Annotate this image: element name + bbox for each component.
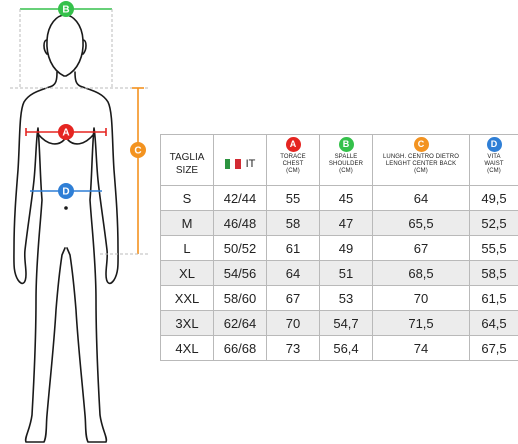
- table-row: L 50/52 61 49 67 55,5: [160, 235, 518, 261]
- chest-cell: 61: [266, 235, 320, 261]
- shoulder-cell: 54,7: [319, 310, 373, 336]
- shoulder-cell: 53: [319, 285, 373, 311]
- it-header-label: IT: [245, 157, 256, 170]
- chest-header-line2: CHEST: [282, 161, 304, 167]
- it-size-cell: 66/68: [213, 335, 267, 361]
- length-header-line1: LUNGH. CENTRO DIETRO: [382, 154, 459, 160]
- it-size-cell: 50/52: [213, 235, 267, 261]
- waist-header-line2: WAIST: [484, 161, 504, 167]
- shoulder-cell: 49: [319, 235, 373, 261]
- it-size-cell: 54/56: [213, 260, 267, 286]
- length-header-line2: LENGHT CENTER BACK: [385, 161, 457, 167]
- shoulder-column-header: B SPALLE SHOULDER (CM): [319, 134, 373, 186]
- chest-cell: 58: [266, 210, 320, 236]
- chest-header-line1: TORACE: [280, 154, 306, 160]
- table-row: S 42/44 55 45 64 49,5: [160, 185, 518, 211]
- size-cell: 3XL: [160, 310, 214, 336]
- size-cell: XXL: [160, 285, 214, 311]
- waist-cell: 49,5: [469, 185, 518, 211]
- marker-b-icon: B: [58, 1, 74, 17]
- length-column-header: C LUNGH. CENTRO DIETRO LENGHT CENTER BAC…: [372, 134, 470, 186]
- marker-d-icon: D: [486, 137, 502, 152]
- marker-c-icon: C: [130, 142, 146, 158]
- table-row: XXL 58/60 67 53 70 61,5: [160, 285, 518, 311]
- chest-cell: 70: [266, 310, 320, 336]
- svg-text:C: C: [134, 146, 141, 157]
- table-row: 4XL 66/68 73 56,4 74 67,5: [160, 335, 518, 361]
- waist-cell: 61,5: [469, 285, 518, 311]
- shoulder-header-unit: (CM): [339, 168, 353, 174]
- chest-cell: 55: [266, 185, 320, 211]
- length-cell: 68,5: [372, 260, 470, 286]
- waist-header-line1: VITA: [487, 154, 501, 160]
- italy-flag-icon: [224, 158, 241, 169]
- size-header-line2: SIZE: [175, 165, 199, 176]
- svg-text:D: D: [62, 187, 69, 198]
- length-measure-guide: [100, 87, 150, 255]
- waist-column-header: D VITA WAIST (CM): [469, 134, 518, 186]
- size-chart-table: TAGLIA SIZE IT A TORACE CHEST (CM) B SPA…: [160, 134, 518, 361]
- chest-header-unit: (CM): [286, 168, 300, 174]
- waist-cell: 67,5: [469, 335, 518, 361]
- waist-cell: 58,5: [469, 260, 518, 286]
- size-column-header: TAGLIA SIZE: [160, 134, 214, 186]
- table-row: M 46/48 58 47 65,5 52,5: [160, 210, 518, 236]
- table-row: XL 54/56 64 51 68,5 58,5: [160, 260, 518, 286]
- length-cell: 71,5: [372, 310, 470, 336]
- human-silhouette: [13, 14, 119, 443]
- shoulder-header-line1: SPALLE: [334, 154, 358, 160]
- chest-cell: 73: [266, 335, 320, 361]
- svg-text:B: B: [62, 5, 69, 16]
- shoulder-cell: 45: [319, 185, 373, 211]
- table-row: 3XL 62/64 70 54,7 71,5 64,5: [160, 310, 518, 336]
- chest-cell: 67: [266, 285, 320, 311]
- size-cell: S: [160, 185, 214, 211]
- shoulder-header-line2: SHOULDER: [328, 161, 364, 167]
- length-cell: 64: [372, 185, 470, 211]
- marker-c-icon: C: [413, 137, 429, 152]
- shoulder-measure-guide: [10, 8, 150, 89]
- marker-b-icon: B: [338, 137, 354, 152]
- waist-header-unit: (CM): [487, 168, 501, 174]
- waist-cell: 55,5: [469, 235, 518, 261]
- it-size-cell: 42/44: [213, 185, 267, 211]
- it-column-header: IT: [213, 134, 267, 186]
- marker-a-icon: A: [58, 124, 74, 140]
- svg-text:A: A: [62, 128, 69, 139]
- size-cell: L: [160, 235, 214, 261]
- length-header-unit: (CM): [414, 168, 428, 174]
- length-cell: 67: [372, 235, 470, 261]
- size-cell: 4XL: [160, 335, 214, 361]
- size-cell: M: [160, 210, 214, 236]
- length-cell: 70: [372, 285, 470, 311]
- size-header-line1: TAGLIA: [169, 152, 205, 163]
- chest-cell: 64: [266, 260, 320, 286]
- table-header-row: TAGLIA SIZE IT A TORACE CHEST (CM) B SPA…: [160, 134, 518, 186]
- marker-d-icon: D: [58, 183, 74, 199]
- shoulder-cell: 56,4: [319, 335, 373, 361]
- it-size-cell: 46/48: [213, 210, 267, 236]
- it-size-cell: 58/60: [213, 285, 267, 311]
- length-cell: 74: [372, 335, 470, 361]
- waist-cell: 52,5: [469, 210, 518, 236]
- marker-a-icon: A: [285, 137, 301, 152]
- waist-cell: 64,5: [469, 310, 518, 336]
- length-cell: 65,5: [372, 210, 470, 236]
- it-size-cell: 62/64: [213, 310, 267, 336]
- size-cell: XL: [160, 260, 214, 286]
- chest-column-header: A TORACE CHEST (CM): [266, 134, 320, 186]
- shoulder-cell: 51: [319, 260, 373, 286]
- shoulder-cell: 47: [319, 210, 373, 236]
- body-measurement-figure: B A D C: [10, 1, 150, 443]
